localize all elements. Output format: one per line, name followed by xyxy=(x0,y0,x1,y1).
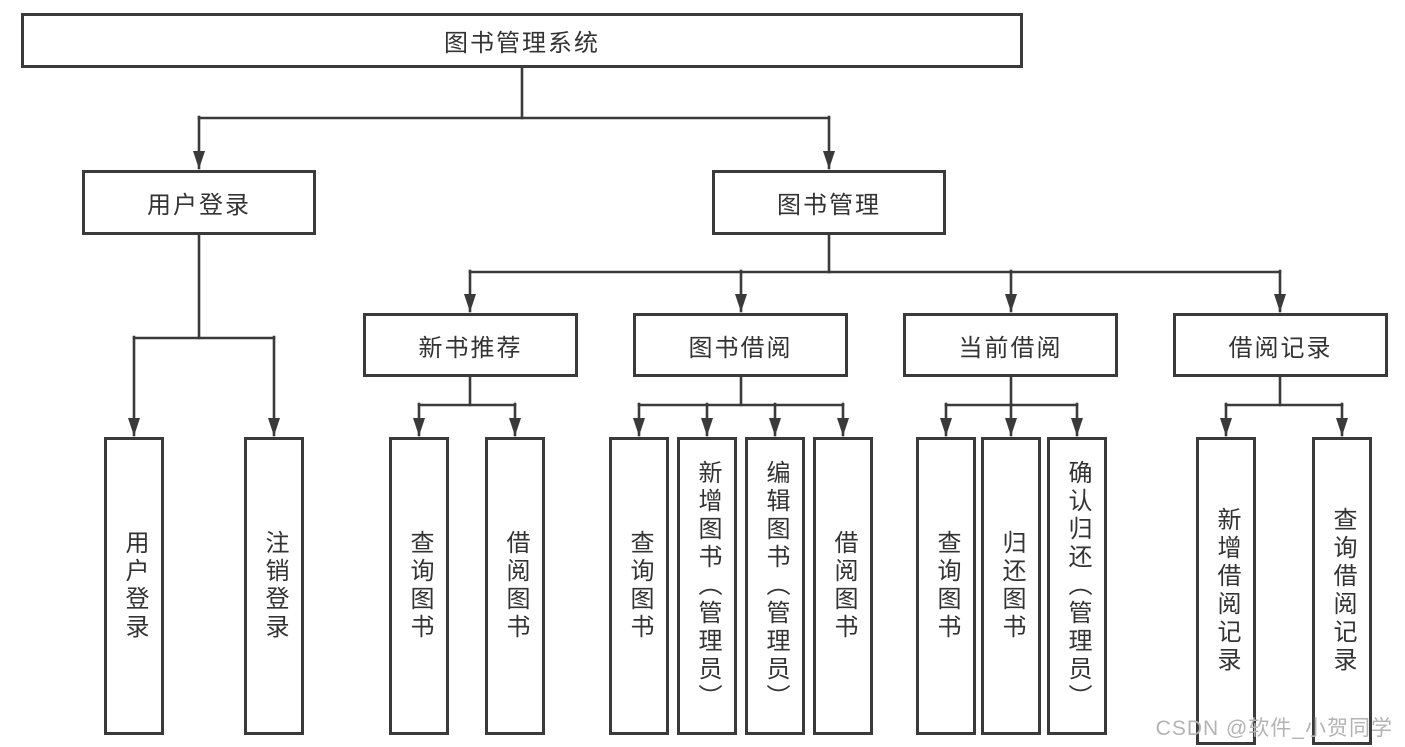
wire-user-login xyxy=(128,233,280,437)
node-leaf-query-borrow-record: 查询借阅记录 xyxy=(1312,437,1372,745)
node-label: 图书借阅 xyxy=(688,334,793,362)
node-label: 用户登录 xyxy=(147,192,251,219)
node-label: 借阅图书 xyxy=(502,530,529,642)
node-borrow-records: 借阅记录 xyxy=(1173,313,1388,377)
node-label: 新增图书（管理员） xyxy=(694,460,721,712)
node-label: 图书管理系统 xyxy=(444,30,600,57)
node-leaf-add-book-admin: 新增图书（管理员） xyxy=(677,437,737,735)
wire-current-borrowing xyxy=(940,375,1083,437)
node-label: 编辑图书（管理员） xyxy=(762,460,789,712)
node-leaf-add-borrow-record: 新增借阅记录 xyxy=(1196,437,1256,745)
node-leaf-query-books-recommend: 查询图书 xyxy=(389,437,449,735)
node-leaf-query-books-current: 查询图书 xyxy=(916,437,976,735)
node-new-book-recommend: 新书推荐 xyxy=(363,313,578,377)
node-leaf-return-book: 归还图书 xyxy=(981,437,1041,735)
wire-book-borrowing xyxy=(633,375,849,437)
node-label: 借阅记录 xyxy=(1228,334,1333,362)
node-user-login-group: 用户登录 xyxy=(82,170,316,235)
node-label: 注销登录 xyxy=(261,530,288,642)
node-book-management: 图书管理 xyxy=(712,170,946,235)
node-label: 新书推荐 xyxy=(418,334,523,362)
node-label: 查询借阅记录 xyxy=(1329,507,1356,675)
node-library-management-system: 图书管理系统 xyxy=(21,13,1023,68)
node-leaf-borrow-book-borrowing: 借阅图书 xyxy=(813,437,873,735)
node-leaf-borrow-book-recommend: 借阅图书 xyxy=(485,437,545,735)
csdn-watermark: CSDN @软件_小贺同学 xyxy=(1155,717,1393,740)
node-label: 确认归还（管理员） xyxy=(1064,460,1091,712)
wire-new-book-recommend xyxy=(413,375,521,437)
wire-root xyxy=(193,66,835,170)
node-leaf-confirm-return-admin: 确认归还（管理员） xyxy=(1047,437,1107,735)
node-label: 查询图书 xyxy=(406,530,433,642)
node-label: 图书管理 xyxy=(777,192,881,219)
node-book-borrowing: 图书借阅 xyxy=(633,313,848,377)
node-leaf-query-books-borrowing: 查询图书 xyxy=(609,437,669,735)
node-current-borrowing: 当前借阅 xyxy=(903,313,1118,377)
node-label: 借阅图书 xyxy=(830,530,857,642)
node-label: 用户登录 xyxy=(121,530,148,642)
node-label: 新增借阅记录 xyxy=(1213,507,1240,675)
node-label: 当前借阅 xyxy=(958,334,1063,362)
node-leaf-logout: 注销登录 xyxy=(244,437,304,735)
node-label: 归还图书 xyxy=(998,530,1025,642)
wire-book-management xyxy=(464,233,1286,313)
node-leaf-user-login: 用户登录 xyxy=(104,437,164,735)
wire-borrow-records xyxy=(1220,375,1348,437)
node-label: 查询图书 xyxy=(626,530,653,642)
node-label: 查询图书 xyxy=(933,530,960,642)
node-leaf-edit-book-admin: 编辑图书（管理员） xyxy=(745,437,805,735)
